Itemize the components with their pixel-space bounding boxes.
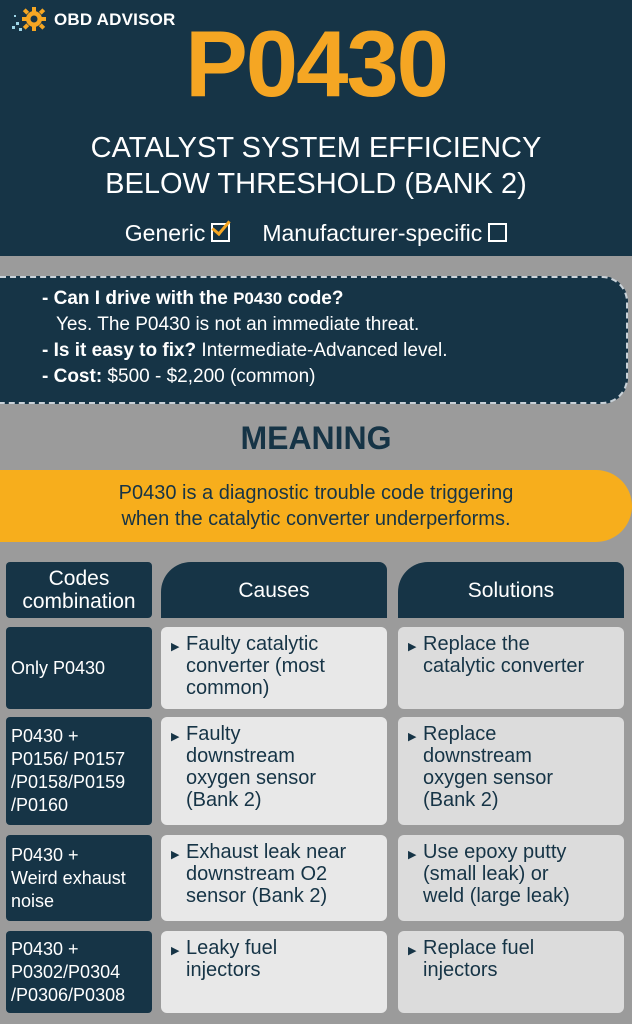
code-title: P0430	[185, 11, 449, 116]
gear-icon	[12, 7, 46, 31]
bullet-icon: ▶	[171, 945, 180, 957]
bullet-icon: ▶	[408, 731, 417, 743]
faq-box: - Can I drive with the P0430 code? Yes. …	[0, 276, 628, 404]
bullet-icon: ▶	[171, 641, 180, 653]
meaning-line: P0430 is a diagnostic trouble code trigg…	[118, 482, 514, 504]
table-row-codes: P0430 +P0156/ P0157/P0158/P0159/P0160	[6, 717, 152, 825]
table-row-codes: Only P0430	[6, 627, 152, 709]
checkmark-icon	[211, 215, 231, 237]
bullet-icon: ▶	[171, 731, 180, 743]
code-description-line: BELOW THRESHOLD (BANK 2)	[105, 168, 527, 200]
meaning-heading: MEANING	[240, 420, 392, 456]
header-banner: OBD ADVISOR P0430 CATALYST SYSTEM EFFICI…	[0, 0, 632, 256]
bullet-icon: ▶	[408, 945, 417, 957]
bullet-icon: ▶	[171, 849, 180, 861]
manufacturer-specific-label: Manufacturer-specific	[262, 220, 483, 246]
meaning-line: when the catalytic converter underperfor…	[121, 508, 511, 530]
code-description: CATALYST SYSTEM EFFICIENCY BELOW THRESHO…	[0, 130, 632, 202]
bullet-icon: ▶	[408, 849, 417, 861]
brand-name: OBD ADVISOR	[54, 10, 176, 29]
column-header-solutions: Solutions	[398, 562, 624, 618]
bullet-icon: ▶	[408, 641, 417, 653]
meaning-box: P0430 is a diagnostic trouble code trigg…	[0, 470, 632, 542]
brand-logo[interactable]: OBD ADVISOR	[10, 6, 176, 34]
column-header-causes: Causes	[161, 562, 387, 618]
faq-question-fix: - Is it easy to fix? Intermediate-Advanc…	[42, 340, 448, 361]
manufacturer-specific-checkbox	[488, 223, 508, 242]
faq-question-cost: - Cost: $500 - $2,200 (common)	[42, 366, 316, 387]
table-row-codes: P0430 +P0302/P0304/P0306/P0308	[6, 931, 152, 1013]
faq-question-drive: - Can I drive with the P0430 code?	[42, 288, 344, 309]
code-type-row: Generic Manufacturer-specific	[0, 215, 632, 248]
generic-label: Generic	[124, 220, 206, 246]
code-description-line: CATALYST SYSTEM EFFICIENCY	[90, 132, 542, 164]
faq-answer-drive: Yes. The P0430 is not an immediate threa…	[56, 314, 420, 335]
generic-checkbox-checked	[211, 215, 231, 242]
